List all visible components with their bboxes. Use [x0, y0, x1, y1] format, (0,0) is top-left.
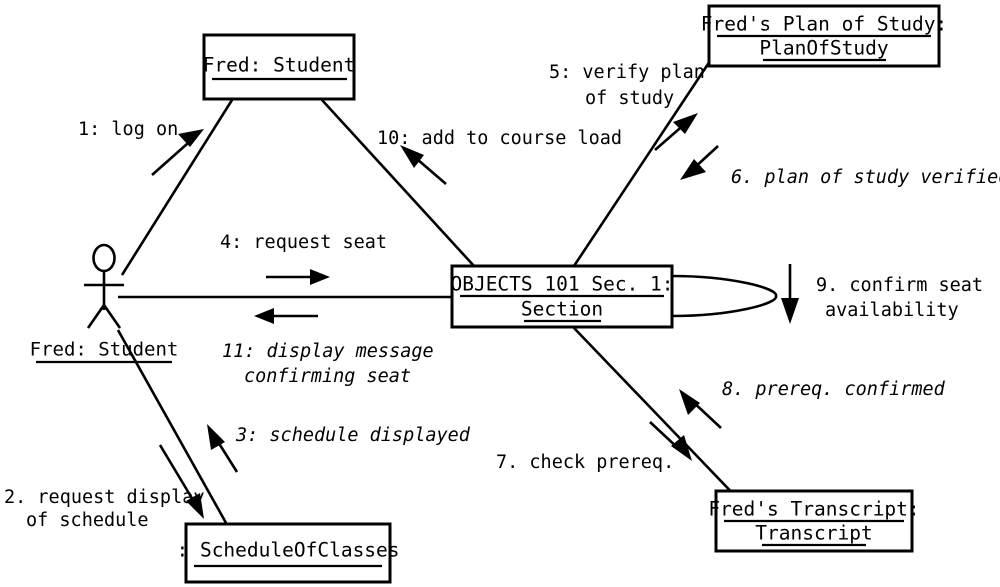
object-box-section-line2: Section	[521, 298, 603, 321]
link-section-to-transcript	[573, 327, 743, 504]
object-box-transcript-line1: Fred's Transcript:	[708, 498, 919, 521]
object-box-schedule-of-classes[interactable]	[184, 522, 392, 584]
message-arrow-3-head	[207, 424, 225, 450]
message-label-1: 1: log on	[78, 119, 178, 140]
message-label-6: 6. plan of study verified	[731, 167, 1000, 188]
message-arrow-9	[781, 264, 799, 324]
message-arrow-5-head	[673, 113, 698, 134]
message-arrow-9-head	[781, 298, 799, 324]
message-arrow-4-head	[310, 269, 330, 285]
message-arrow-5	[654, 113, 698, 151]
message-arrow-8-head	[679, 389, 700, 415]
message-label-8: 8. prereq. confirmed	[722, 379, 946, 400]
message-arrow-6-head	[680, 159, 706, 180]
message-arrow-10	[400, 145, 447, 185]
object-box-student-label: Fred: Student	[203, 54, 356, 77]
message-arrow-10-head	[400, 145, 424, 168]
actor-leg-left-icon	[86, 304, 106, 329]
message-arrow-11	[254, 308, 318, 324]
actor-label: Fred: Student	[30, 339, 179, 361]
message-label-9-line2: availability	[825, 300, 959, 321]
object-box-student[interactable]	[202, 33, 356, 101]
actor-leg-right-icon	[102, 304, 122, 329]
message-arrow-7-head	[671, 435, 692, 461]
message-arrow-1	[151, 129, 204, 176]
link-plan-to-section	[572, 54, 716, 267]
message-arrow-6	[680, 145, 719, 180]
message-label-11-line1: 11: display message	[222, 341, 434, 362]
message-arrow-2-head	[186, 493, 204, 519]
object-box-schedule-of-classes-label: : ScheduleOfClasses	[176, 539, 399, 562]
message-label-4: 4: request seat	[220, 232, 387, 253]
link-actor-to-student-box	[120, 99, 234, 276]
message-arrow-3	[207, 424, 239, 473]
message-label-5-line1: 5: verify plan	[549, 62, 705, 83]
message-label-3: 3: schedule displayed	[235, 425, 471, 446]
message-arrow-8	[679, 389, 722, 429]
message-label-7: 7. check prereq.	[496, 452, 674, 473]
link-actor-to-schedule	[116, 329, 232, 531]
link-student-box-to-section	[321, 99, 475, 267]
object-box-plan-of-study-line2: PlanOfStudy	[759, 37, 888, 60]
message-label-11-line2: confirming seat	[244, 366, 411, 387]
message-arrow-4	[266, 269, 330, 285]
actor-fred-student[interactable]: Fred: Student	[30, 243, 179, 364]
message-arrow-7	[649, 421, 692, 461]
object-box-section-line1: OBJECTS 101 Sec. 1:	[450, 273, 673, 296]
message-arrow-1-head	[178, 129, 204, 147]
actor-head-icon	[92, 243, 116, 273]
message-arrow-11-head	[254, 308, 274, 324]
message-label-5-line2: of study	[585, 88, 674, 109]
message-label-10: 10: add to course load	[377, 128, 622, 149]
self-loop-section	[671, 274, 778, 318]
message-label-2-line2: of schedule	[26, 510, 149, 531]
message-arrow-2	[158, 444, 204, 519]
object-box-transcript-line2: Transcript	[755, 522, 872, 545]
message-label-2-line1: 2. request display	[4, 487, 204, 508]
message-label-9-line1: 9. confirm seat	[816, 275, 983, 296]
message-arrow-2-shaft	[158, 444, 198, 506]
object-box-plan-of-study-line1: Fred's Plan of Study:	[701, 13, 948, 36]
